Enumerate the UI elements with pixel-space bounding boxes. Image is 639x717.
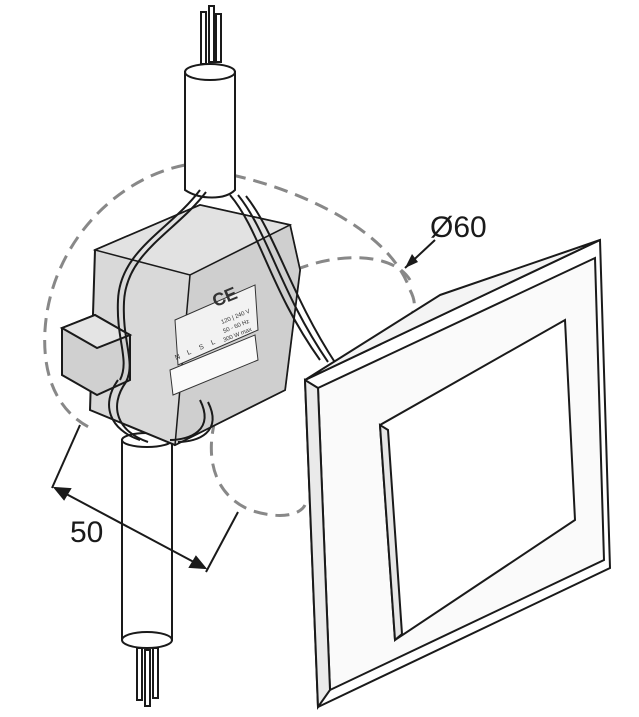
micromodule xyxy=(88,203,302,447)
depth-label: 50 xyxy=(70,516,103,549)
diameter-label: Ø60 xyxy=(430,211,487,244)
wall-switch xyxy=(303,238,612,710)
terminal-n: N xyxy=(174,353,181,361)
terminal-s: S xyxy=(198,343,205,351)
bottom-cable xyxy=(121,432,173,707)
terminal-l1: L xyxy=(186,349,192,357)
diameter-dimension: Ø60 xyxy=(404,211,487,269)
depth-dimension xyxy=(51,424,239,573)
top-cable xyxy=(184,5,236,199)
side-connector xyxy=(59,313,133,397)
wires xyxy=(108,189,337,443)
terminal-l2: L xyxy=(210,339,216,347)
